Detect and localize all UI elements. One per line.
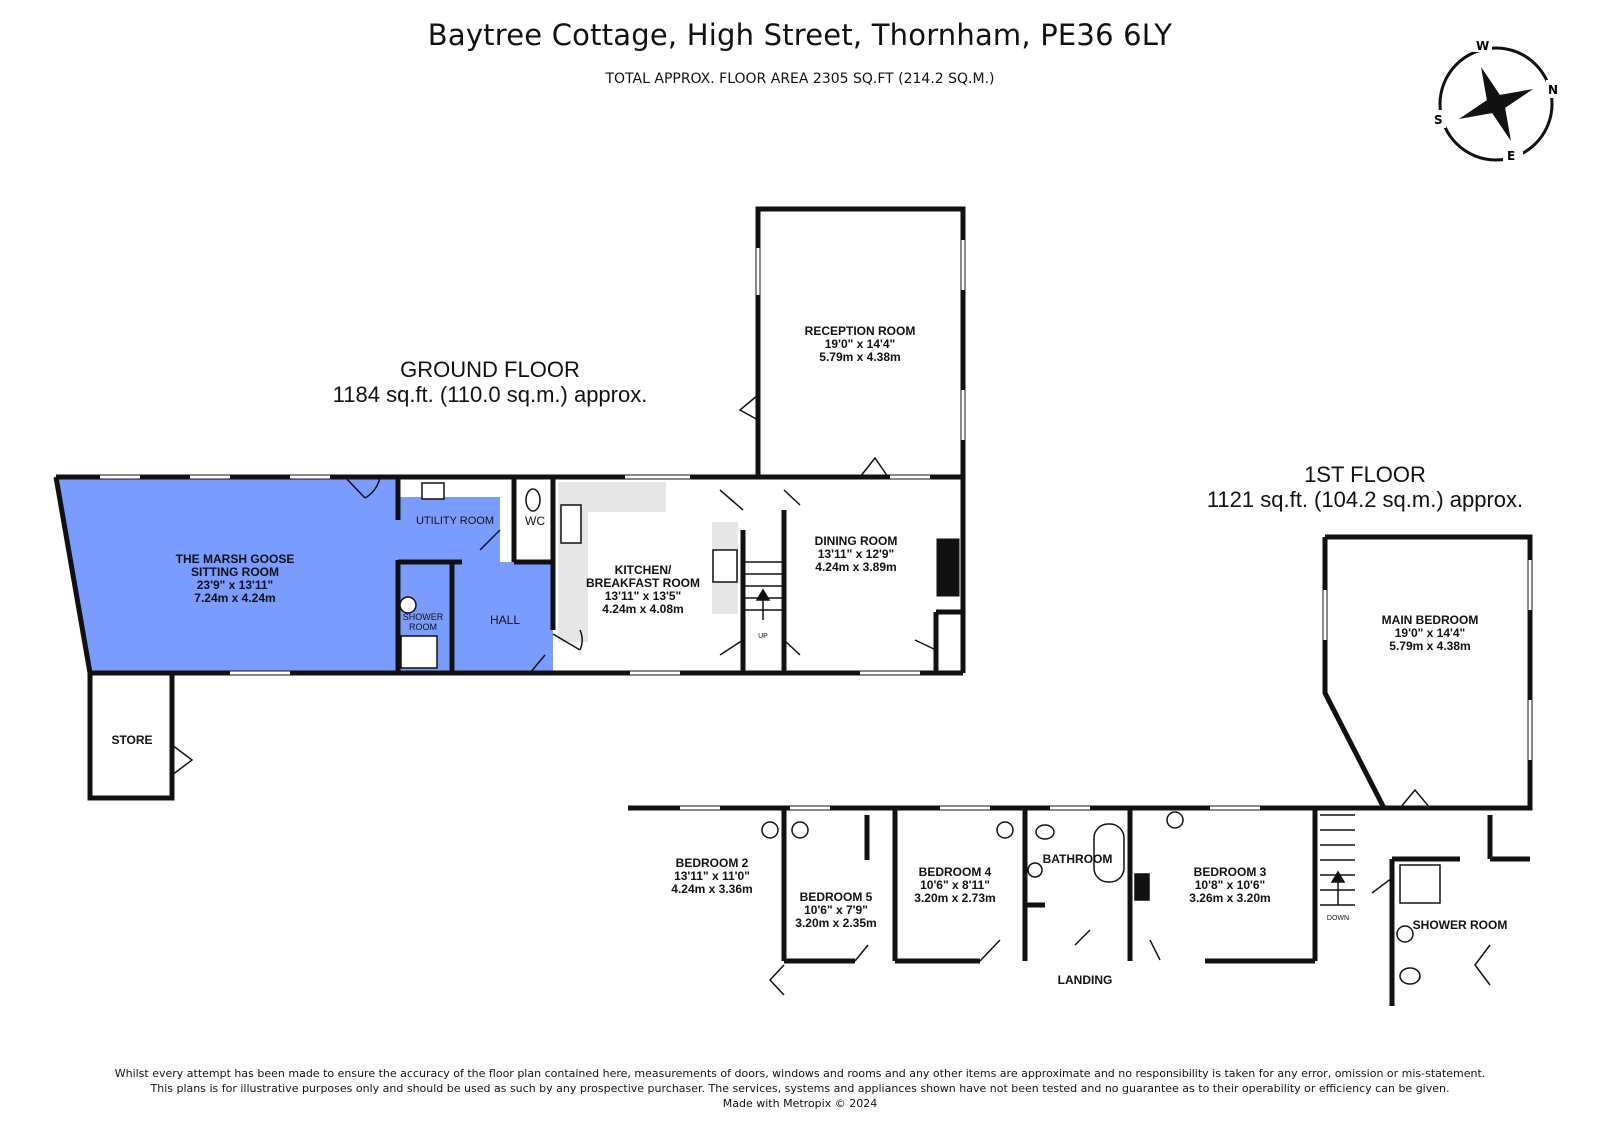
bedroom3-basin-icon [1166, 811, 1184, 829]
bedroom2-basin-icon [761, 821, 779, 839]
stairs-up [743, 561, 784, 620]
compass: W N E S [1432, 38, 1560, 163]
total-floor-area: TOTAL APPROX. FLOOR AREA 2305 SQ.FT (214… [605, 71, 995, 87]
shower-basin-icon [399, 596, 417, 614]
disclaimer-line-3: Made with Metropix © 2024 [722, 1097, 878, 1110]
compass-label-e: E [1507, 149, 1515, 163]
bedroom5-basin-icon [791, 821, 809, 839]
ground-floor-name: GROUND FLOOR [400, 357, 580, 382]
stairs-down-label: DOWN [1326, 915, 1350, 922]
disclaimer-line-2: This plans is for illustrative purposes … [150, 1082, 1450, 1095]
room-label-reception: RECEPTION ROOM 19'0" x 14'4" 5.79m x 4.3… [804, 324, 916, 364]
room-label-store: STORE [111, 733, 153, 747]
room-label-bedroom4: BEDROOM 4 10'6" x 8'11" 3.20m x 2.73m [914, 865, 996, 905]
ground-fixtures [399, 482, 738, 669]
shower-room-toilet-icon [1399, 967, 1421, 985]
room-label-main-bedroom: MAIN BEDROOM 19'0" x 14'4" 5.79m x 4.38m [1381, 613, 1479, 653]
ground-floor-plan [53, 206, 966, 801]
room-label-dining: DINING ROOM 13'11" x 12'9" 4.24m x 3.89m [814, 534, 898, 574]
first-floor-plan [628, 534, 1533, 1008]
compass-gap-s [1432, 110, 1446, 128]
first-floor-label: 1ST FLOOR 1121 sq.ft. (104.2 sq.m.) appr… [1175, 462, 1555, 512]
bathtub-icon [1093, 823, 1125, 883]
compass-label-n: N [1548, 83, 1558, 97]
room-label-shower-room-first: SHOWER ROOM [1412, 918, 1508, 932]
reception-room-walls [755, 206, 966, 477]
shower-tray-icon [400, 635, 438, 669]
ground-windows [100, 240, 965, 675]
bedroom4-basin-icon [996, 821, 1014, 839]
ground-floor-area: 1184 sq.ft. (110.0 sq.m.) approx. [332, 382, 648, 407]
utility-sink-icon [421, 482, 445, 500]
room-label-sitting-room: THE MARSH GOOSE SITTING ROOM 23'9" x 13'… [175, 552, 295, 605]
compass-gap-w [1470, 38, 1492, 52]
room-label-bedroom3: BEDROOM 3 10'8" x 10'6" 3.26m x 3.20m [1189, 865, 1271, 905]
shower-room-basin-icon [1396, 925, 1414, 943]
room-label-bedroom2: BEDROOM 2 13'11" x 11'0" 4.24m x 3.36m [671, 856, 753, 896]
ground-floor-label: GROUND FLOOR 1184 sq.ft. (110.0 sq.m.) a… [320, 357, 660, 407]
main-bedroom-walls [1322, 534, 1533, 811]
room-label-hall: HALL [489, 613, 521, 627]
compass-label-s: S [1434, 113, 1443, 127]
stairs-up-label: UP [758, 633, 768, 640]
plan-title: Baytree Cottage, High Street, Thornham, … [427, 18, 1173, 52]
ground-outer-wall-west [53, 476, 93, 674]
room-label-shower-room: SHOWER ROOM [402, 612, 444, 632]
store-walls [87, 673, 175, 801]
room-label-kitchen: KITCHEN/ BREAKFAST ROOM 13'11" x 13'5" 4… [586, 563, 700, 616]
room-label-bathroom: BATHROOM [1042, 852, 1113, 866]
wc-toilet-icon [525, 488, 541, 512]
disclaimer: Whilst every attempt has been made to en… [0, 1066, 1600, 1111]
highlight-area [56, 477, 500, 673]
hob-icon [712, 549, 738, 583]
bathroom-toilet-icon [1035, 824, 1055, 840]
room-label-landing: LANDING [1057, 973, 1113, 987]
compass-star-icon [1458, 66, 1534, 142]
room-label-utility: UTILITY ROOM [415, 515, 495, 527]
disclaimer-line-1: Whilst every attempt has been made to en… [114, 1067, 1486, 1080]
first-floor-area: 1121 sq.ft. (104.2 sq.m.) approx. [1206, 487, 1524, 512]
shower-tray-icon [1399, 864, 1441, 904]
ground-doors [171, 394, 937, 776]
first-doors [768, 788, 1491, 996]
bathroom-basin-icon [1027, 862, 1043, 878]
compass-gap-n [1546, 80, 1560, 98]
chimney-breast [936, 538, 960, 597]
fireplace-icon [1134, 873, 1150, 901]
kitchen-sink-icon [560, 504, 582, 544]
first-floor-name: 1ST FLOOR [1304, 462, 1426, 487]
compass-label-w: W [1476, 39, 1489, 53]
room-label-bedroom5: BEDROOM 5 10'6" x 7'9" 3.20m x 2.35m [795, 890, 877, 930]
first-windows [680, 560, 1532, 1008]
stairs-down [1320, 814, 1355, 906]
first-fixtures [761, 811, 1441, 985]
compass-gap-e [1503, 148, 1523, 162]
room-label-wc: WC [525, 514, 545, 528]
compass-ring [1438, 46, 1554, 162]
